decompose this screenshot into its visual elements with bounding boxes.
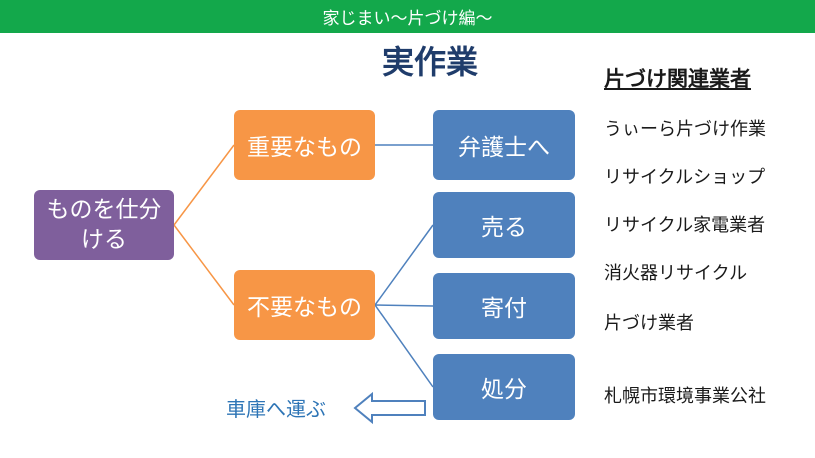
vendor-list: うぃーら片づけ作業 リサイクルショップ リサイクル家電業者 消火器リサイクル 片… xyxy=(604,0,809,458)
header-title: 家じまい～片づけ編～ xyxy=(322,9,493,29)
connector-unneeded-dispose xyxy=(374,304,434,388)
left-arrow-outline-icon xyxy=(353,391,426,425)
connector-unneeded-donate xyxy=(374,304,434,307)
node-important-items: 重要なもの xyxy=(234,110,375,180)
main-title: 実作業 xyxy=(381,43,478,81)
connector-unneeded-sell xyxy=(374,224,434,306)
node-dispose: 処分 xyxy=(433,354,575,420)
garage-label: 車庫へ運ぶ xyxy=(226,397,326,421)
vendor-item: リサイクルショップ xyxy=(604,167,766,188)
node-sell: 売る xyxy=(433,192,575,258)
vendor-item: リサイクル家電業者 xyxy=(604,215,766,236)
vendor-item: 片づけ業者 xyxy=(604,313,694,334)
vendor-heading: 片づけ関連業者 xyxy=(604,67,751,91)
node-to-lawyer: 弁護士へ xyxy=(433,110,575,180)
connector-root-important xyxy=(173,144,235,226)
vendor-item: 札幌市環境事業公社 xyxy=(604,386,766,407)
vendor-item: うぃーら片づけ作業 xyxy=(604,119,766,140)
node-sort-items: ものを仕分ける xyxy=(34,190,174,260)
header-bar: 家じまい～片づけ編～ xyxy=(0,0,815,33)
connector-root-unneeded xyxy=(173,224,235,306)
vendor-item: 消火器リサイクル xyxy=(604,263,748,284)
node-donate: 寄付 xyxy=(433,273,575,339)
node-unneeded-items: 不要なもの xyxy=(234,270,375,340)
